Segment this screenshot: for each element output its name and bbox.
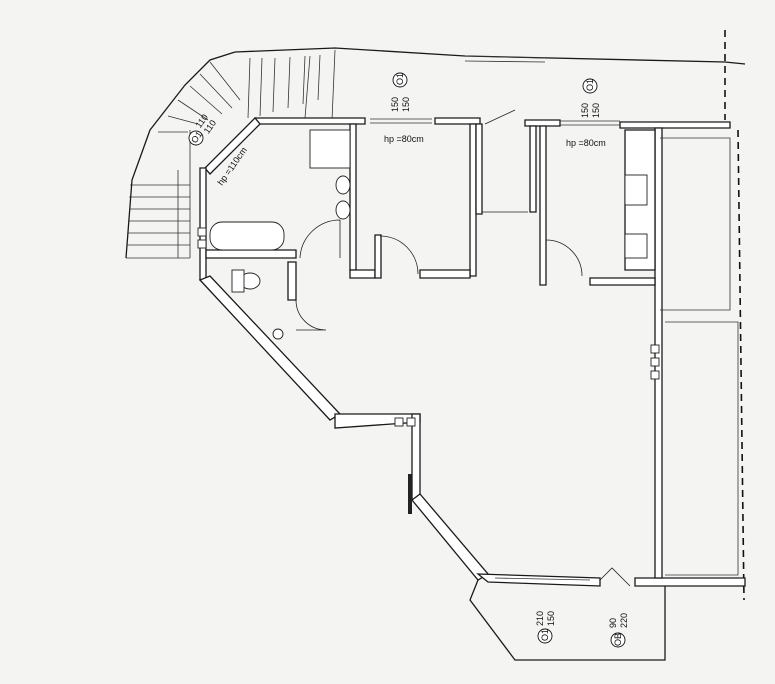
bottom-left-dim-a: 210: [535, 611, 545, 626]
top-left-tag-label: O1: [395, 73, 405, 85]
bottom-left-tag-label: O1: [540, 629, 550, 641]
top-right-dim-b: 150: [591, 103, 601, 118]
fixtures: [197, 129, 660, 514]
shaft-4: [406, 417, 416, 427]
balcony-outline: [469, 579, 666, 661]
bottom-right-window-tag: OB 90 220: [608, 613, 629, 648]
bottom-right-dim-b: 220: [619, 613, 629, 628]
bottom-left-window-tag: O1 210 150: [535, 611, 556, 644]
shaft-2: [197, 239, 207, 249]
top-right-tag-label: O1: [585, 79, 595, 91]
shaft-3: [394, 417, 404, 427]
window-left-height: hp =80cm: [384, 134, 424, 144]
top-window-inner: [464, 60, 546, 63]
shower-tray: [309, 129, 351, 169]
hall-door: [482, 109, 528, 213]
balcony-door: [599, 567, 631, 587]
doors: [295, 109, 631, 587]
tag-circle: [582, 78, 598, 94]
wc-door: [295, 299, 327, 331]
top-left-dim-b: 150: [401, 97, 411, 112]
top-left-window-tag: O1 150 150: [390, 72, 411, 112]
bottom-right-tag-label: OB: [613, 633, 623, 646]
shaft-6: [650, 357, 660, 367]
stair-window-tag: O1 110 110: [188, 112, 218, 146]
tag-circle: [610, 632, 626, 648]
stove: [624, 233, 648, 259]
interior-walls: [205, 123, 656, 301]
top-window: [464, 55, 546, 59]
shaft-1: [197, 227, 207, 237]
tag-circle: [392, 72, 408, 88]
sink-2: [335, 200, 351, 220]
top-left-dim-a: 150: [390, 97, 400, 112]
bedroom2-door: [545, 239, 583, 277]
radiator: [408, 474, 412, 514]
adjacent-rooms: [660, 137, 739, 576]
window-right-height: hp =80cm: [566, 138, 606, 148]
toilet-tank: [231, 269, 245, 293]
tag-circle: [188, 130, 204, 146]
top-right-dim-a: 150: [580, 103, 590, 118]
bottom-right-dim-a: 90: [608, 618, 618, 628]
top-right-window-tag: O1 150 150: [580, 78, 601, 118]
right-boundary-dashed: [724, 30, 745, 601]
bedroom1-door: [379, 235, 419, 275]
sink-1: [335, 175, 351, 195]
windows: [370, 118, 620, 581]
bathtub: [209, 221, 285, 251]
outer-walls: [198, 117, 746, 587]
kitchen-sink: [624, 174, 648, 206]
shaft-7: [650, 370, 660, 380]
staircase: [125, 49, 336, 259]
shaft-5: [650, 344, 660, 354]
wc-sink: [272, 328, 284, 340]
bottom-left-dim-b: 150: [546, 611, 556, 626]
bath-door: [299, 219, 341, 259]
tag-circle: [537, 628, 553, 644]
